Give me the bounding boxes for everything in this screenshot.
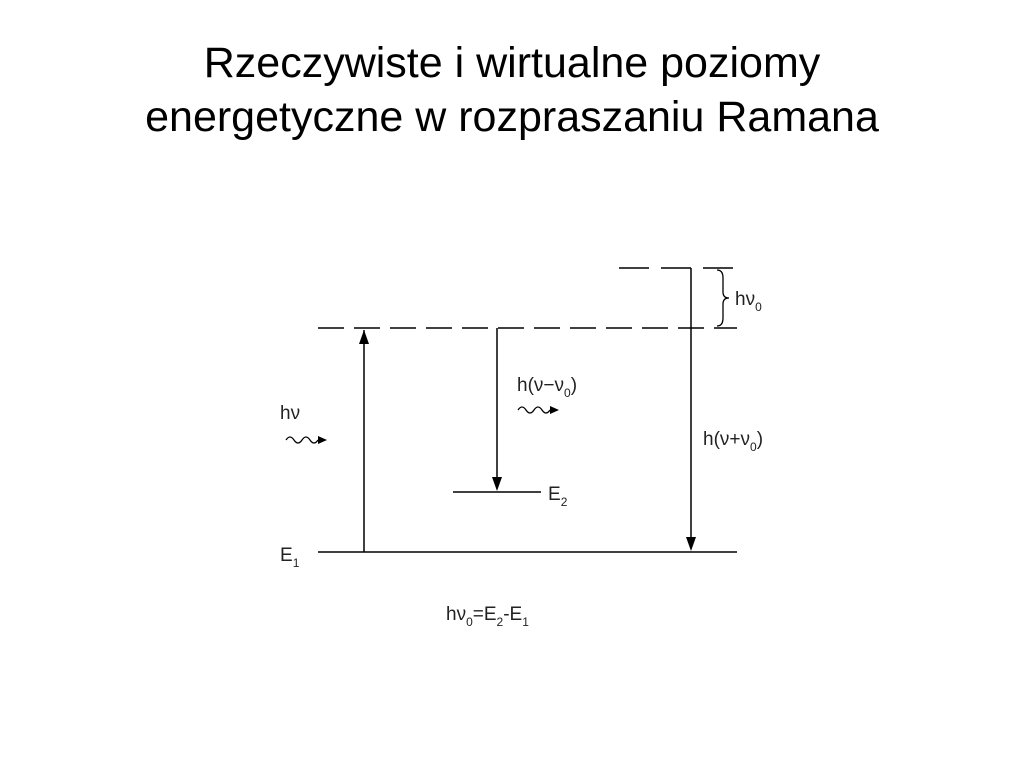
vibrational-gap-label: hν0 <box>735 289 762 314</box>
level-e1-label: E1 <box>280 545 300 570</box>
title-line-1: Rzeczywiste i wirtualne poziomy <box>203 39 821 87</box>
gap-brace <box>716 269 730 327</box>
title-line-2: energetyczne w rozpraszaniu Ramana <box>145 93 879 141</box>
incident-photon-icon <box>285 436 327 444</box>
antistokes-arrowhead <box>686 537 696 551</box>
slide-title: Rzeczywiste i wirtualne poziomy energety… <box>0 36 1024 144</box>
level-e2-label: E2 <box>548 484 568 509</box>
incident-photon-label: hν <box>280 403 300 424</box>
scattered-photon-icon <box>517 406 559 414</box>
antistokes-shift-label: h(ν+ν0) <box>703 429 763 454</box>
stokes-shift-label: h(ν−ν0) <box>517 375 577 400</box>
energy-equation: hν0=E2-E1 <box>446 604 529 629</box>
excitation-arrowhead <box>359 330 369 344</box>
stokes-arrowhead <box>492 477 502 491</box>
